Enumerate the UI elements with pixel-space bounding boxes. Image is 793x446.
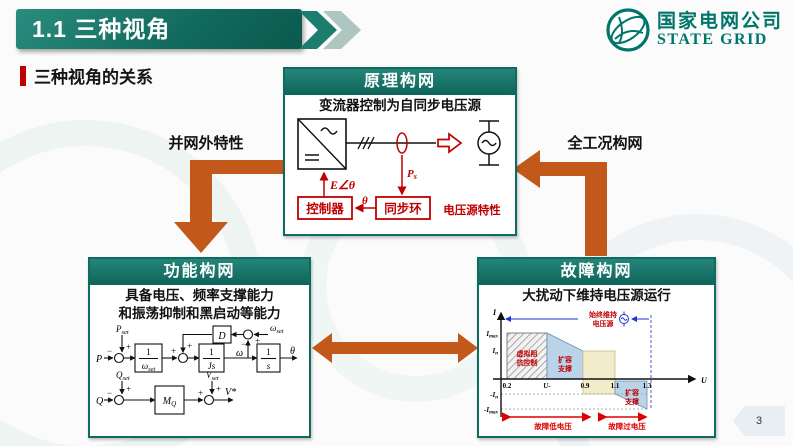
label-grid-external-characteristic: 并网外特性	[168, 135, 244, 152]
page-number-value: 3	[755, 415, 763, 427]
damping-block-label: D	[217, 331, 226, 342]
sign: +	[187, 341, 192, 351]
mq-block-label: MQ	[161, 396, 175, 408]
principle-box: 原理构网 变流器控制为自同步电压源	[283, 67, 517, 236]
red-accent-bar	[20, 65, 26, 86]
sign: −	[241, 339, 246, 349]
ytick-imax: Imax	[485, 330, 498, 340]
ytick-in: In	[491, 347, 498, 357]
state-grid-emblem-icon	[606, 8, 650, 52]
arrow-function-fault-bidirectional	[312, 333, 478, 363]
frac3-num: 1	[266, 347, 271, 357]
voltage-source-trait-label: 电压源特性	[443, 203, 501, 217]
p-input-label: P	[95, 354, 102, 365]
fault-box-subtitle: 大扰动下维持电压源运行	[522, 288, 671, 303]
support-left-label2: 支撑	[557, 364, 572, 373]
sign: +	[216, 384, 221, 394]
q-input-label: Q	[96, 396, 104, 407]
label-all-condition-grid-forming: 全工况构网	[567, 135, 643, 152]
maintain-label2: 电压源	[593, 319, 614, 328]
sign: +	[126, 384, 131, 394]
sign: −	[107, 346, 112, 356]
maintain-label1: 始终维持	[588, 310, 617, 319]
logo-en-text: STATE GRID	[656, 30, 768, 48]
fault-box: 故障构网 大扰动下维持电压源运行 I U	[477, 257, 716, 438]
chevron-decoration-icon	[299, 11, 361, 49]
ps-label: Ps	[407, 168, 417, 181]
arrow-fault-to-principle	[513, 150, 607, 256]
frac3-den: s	[266, 361, 270, 371]
measurement-point-icon	[396, 131, 408, 154]
xtick-02: 0.2	[503, 382, 512, 390]
normal-band-region	[582, 350, 616, 394]
principle-box-subtitle: 变流器控制为自同步电压源	[319, 98, 481, 113]
over-voltage-label: 故障过电压	[608, 421, 646, 431]
xtick-uminus: U-	[543, 382, 551, 390]
state-grid-logo: 国家电网公司 STATE GRID	[605, 7, 783, 53]
fault-ride-through-plot: I U Imax In -In -Imax 0.2 U- 0.9 1.1 1.3…	[484, 308, 708, 431]
vset-label: Vset	[206, 370, 219, 382]
section-heading: 三种视角的关系	[20, 63, 153, 88]
arrow-principle-to-function	[174, 160, 285, 253]
converter-control-diagram: E∠θ Ps 控制器 同步环 θ 电压源特性	[297, 117, 501, 220]
xtick-13: 1.3	[643, 382, 652, 390]
theta-label: θ	[362, 195, 368, 207]
vsg-block-diagram: P − Pset + 1 ωset + + 1 Js D ω − ωset + …	[95, 323, 298, 415]
sync-loop-label: 同步环	[384, 201, 422, 216]
logo-cn-text: 国家电网公司	[656, 10, 783, 32]
sign: −	[107, 388, 112, 398]
xtick-11: 1.1	[611, 382, 620, 390]
frac2-den: Js	[207, 361, 215, 371]
virtual-impedance-label2: 抗控制	[517, 358, 538, 367]
sign: +	[255, 336, 260, 346]
three-phase-marks-icon	[357, 136, 375, 149]
e-angle-label: E∠θ	[329, 178, 356, 192]
x-axis-label: U	[701, 376, 708, 385]
function-desc-line2: 和振荡抑制和黑启动等能力	[118, 305, 281, 321]
function-box: 功能构网 具备电压、频率支撑能力 和振荡抑制和黑启动等能力	[88, 257, 311, 438]
sign: +	[171, 346, 176, 356]
support-right-label2: 支撑	[624, 397, 639, 406]
xtick-09: 0.9	[581, 382, 590, 390]
virtual-impedance-region	[506, 332, 548, 379]
wset-label: ωset	[270, 323, 284, 335]
ytick-neg-imax: -Imax	[484, 406, 498, 416]
y-axis-label: I	[492, 308, 497, 317]
controller-block	[297, 195, 353, 220]
fault-box-title: 故障构网	[479, 259, 714, 285]
support-left-label1: 扩容	[558, 355, 572, 364]
section-title: 三种视角的关系	[34, 68, 153, 87]
small-voltage-source-icon	[619, 311, 629, 327]
slide-title: 1.1 三种视角	[32, 16, 171, 42]
vstar-output-label: V*	[225, 387, 236, 398]
equivalence-arrow-icon	[437, 131, 463, 154]
voltage-source-symbol-icon	[477, 119, 501, 166]
function-desc-line1: 具备电压、频率支撑能力	[125, 288, 274, 303]
pset-label: Pset	[115, 324, 129, 336]
slide-title-banner: 1.1 三种视角	[16, 9, 302, 49]
sign: +	[198, 388, 203, 398]
virtual-impedance-label1: 虚拟阻	[517, 349, 538, 358]
controller-label: 控制器	[306, 201, 344, 216]
theta-output-label: θ	[290, 346, 295, 357]
support-right-label1: 扩容	[625, 388, 639, 397]
page-number: 3	[733, 406, 785, 436]
omega-label: ω	[236, 348, 243, 359]
principle-box-title: 原理构网	[285, 69, 515, 95]
frac2-num: 1	[209, 347, 214, 357]
converter-symbol-icon	[297, 117, 347, 170]
ytick-neg-in: -In	[490, 391, 498, 401]
low-voltage-label: 故障低电压	[534, 421, 572, 431]
frac1-den: ωset	[141, 361, 155, 373]
qset-label: Qset	[116, 370, 130, 382]
frac1-num: 1	[146, 347, 151, 357]
function-box-title: 功能构网	[90, 259, 309, 285]
sign: +	[126, 342, 131, 352]
